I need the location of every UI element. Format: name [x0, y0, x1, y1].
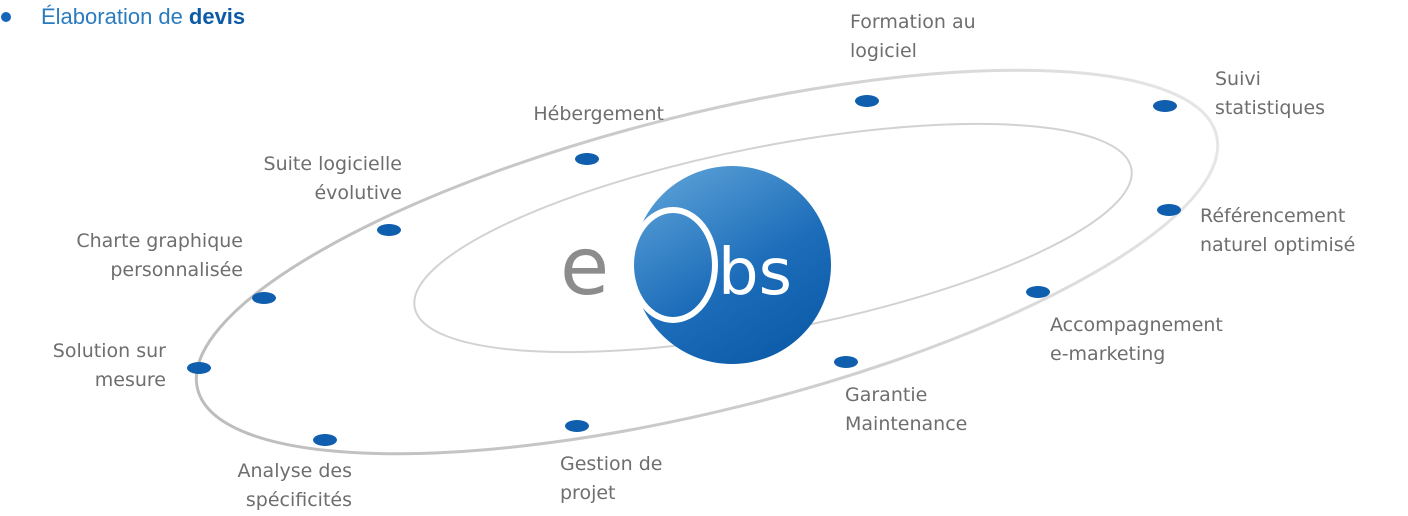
outer-orbit	[194, 68, 1220, 456]
label-charte: Charte graphique personnalisée	[76, 230, 243, 281]
label-hebergement: Hébergement	[533, 103, 664, 125]
bullet-icon	[1, 12, 11, 22]
node-garantie	[834, 356, 858, 368]
node-gestion	[565, 420, 589, 432]
node-suivi	[1153, 100, 1177, 112]
node-suite	[377, 224, 401, 236]
label-analyse: Analyse des spécificités	[237, 460, 352, 511]
node-formation	[855, 95, 879, 107]
logo-bs-letters: bs	[718, 236, 792, 310]
label-formation: Formation au logiciel	[850, 11, 976, 62]
bullet-text: Élaboration de	[41, 4, 183, 29]
node-charte	[252, 292, 276, 304]
node-accompagnement	[1026, 286, 1050, 298]
bullet-bold-text: devis	[188, 4, 246, 29]
header-bullet: Élaboration de devis	[0, 2, 245, 32]
label-referencement: Référencement naturel optimisé	[1200, 205, 1356, 256]
logo-circle	[633, 166, 831, 364]
node-analyse	[313, 434, 337, 446]
label-garantie: Garantie Maintenance	[845, 384, 968, 435]
label-suivi: Suivi statistiques	[1215, 68, 1326, 119]
label-accompagnement: Accompagnement e-marketing	[1050, 314, 1223, 365]
label-gestion: Gestion de projet	[560, 453, 663, 504]
node-referencement	[1157, 204, 1181, 216]
logo-e-letter: e	[560, 220, 609, 313]
label-suite: Suite logicielle évolutive	[263, 153, 402, 204]
logo-o-ring	[628, 207, 718, 323]
node-solution	[187, 362, 211, 374]
label-solution: Solution sur mesure	[52, 340, 166, 391]
node-hebergement	[575, 153, 599, 165]
